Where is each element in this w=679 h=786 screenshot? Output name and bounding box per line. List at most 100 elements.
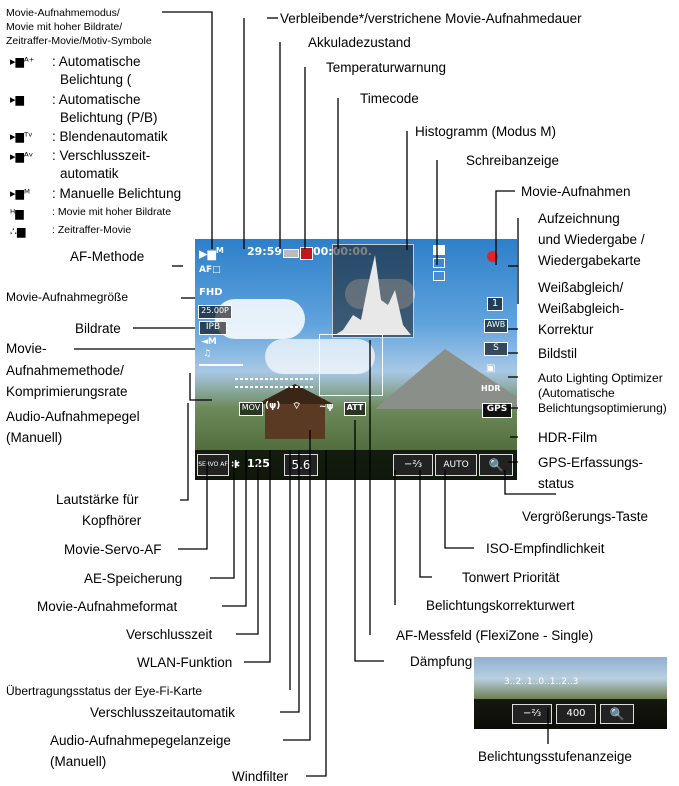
label-battery: Akkuladezustand xyxy=(308,35,411,50)
label-ae-lock: AE-Speicherung xyxy=(84,571,183,586)
label-af-method: AF-Methode xyxy=(70,249,145,264)
wind-filter-icon: ~ψ xyxy=(319,402,334,412)
label-frame-rate: Bildrate xyxy=(75,321,121,336)
eyefi-icon: ⌔ xyxy=(292,401,302,412)
label-timecode: Timecode xyxy=(360,91,419,106)
label-alo: Auto Lighting Optimizer xyxy=(538,371,663,385)
label-shutter-auto: : Verschlusszeit- xyxy=(52,148,151,163)
label-headphone-2: Kopfhörer xyxy=(82,513,142,528)
label-remaining: Verbleibende*/verstrichene Movie-Aufnahm… xyxy=(280,11,582,26)
label-af-point: AF-Messfeld (FlexiZone - Single) xyxy=(396,628,594,643)
alo-icon: ▣ xyxy=(486,363,496,374)
inset-magnify[interactable]: 🔍 xyxy=(600,704,634,724)
label-wb-3: Korrektur xyxy=(538,322,594,337)
label-shutter-auto-2: automatik xyxy=(60,166,119,181)
label-card-3: Wiedergabekarte xyxy=(538,253,641,268)
label-level-indicator: Belichtungsstufenanzeige xyxy=(478,749,632,764)
label-movie-mode: Movie-Aufnahmemodus/ xyxy=(6,7,120,19)
inset-iso[interactable]: 400 xyxy=(556,704,596,724)
cloud xyxy=(265,339,375,374)
manual-icon: ▸▆ᴹ xyxy=(10,187,30,200)
label-auto-exposure-b: : Automatische xyxy=(52,92,141,107)
label-card-2: und Wiedergabe / xyxy=(538,232,645,247)
label-movie-mode-2: Movie mit hoher Bildrate/ xyxy=(6,21,123,33)
label-expcomp: Belichtungskorrekturwert xyxy=(426,598,575,613)
histogram xyxy=(332,244,414,338)
temperature-warning-icon xyxy=(300,247,313,260)
attenuation-icon: ATT xyxy=(344,402,366,416)
inset-bar: −⅔ 400 🔍 xyxy=(474,699,667,729)
label-movie-method: Movie- xyxy=(6,341,47,356)
label-wind: Windfilter xyxy=(232,769,289,784)
af-frame[interactable] xyxy=(319,334,383,396)
audio-meter xyxy=(235,374,315,394)
wb-icon: AWB xyxy=(484,319,508,333)
card-icon: 1 xyxy=(487,297,503,311)
label-alo-2: (Automatische xyxy=(538,386,615,400)
exposure-scale: 3..2..1..0..1..2..3 xyxy=(504,677,579,687)
label-movie-mode-3: Zeitraffer-Movie/Motiv-Symbole xyxy=(6,35,152,47)
label-aperture-auto: : Blendenautomatik xyxy=(52,129,168,144)
auto-exposure-plus-icon: ▸▆ᴬ⁺ xyxy=(10,55,35,68)
label-auto-exposure-3: Belichtung (P/B) xyxy=(60,110,158,125)
label-rec-size: Movie-Aufnahmegröße xyxy=(6,290,129,304)
mountain xyxy=(375,349,517,409)
label-audio-meter-2: (Manuell) xyxy=(50,754,107,769)
wlan-icon: (ψ) xyxy=(265,401,281,411)
audio-level-icon: ◄M xyxy=(201,337,217,347)
remaining-time: 29:59 xyxy=(247,245,283,258)
house-roof xyxy=(257,384,333,404)
frame-rate-icon: 25.00P xyxy=(198,305,232,319)
label-manual: : Manuelle Belichtung xyxy=(52,186,182,201)
label-eyefi: Übertragungsstatus der Eye-Fi-Karte xyxy=(6,684,203,698)
label-recording: Movie-Aufnahmen xyxy=(521,184,631,199)
label-wlan: WLAN-Funktion xyxy=(137,655,233,670)
compression-icon: IPB xyxy=(199,321,227,335)
inset-expcomp[interactable]: −⅔ xyxy=(512,704,552,724)
picture-style-icon: S xyxy=(484,342,508,356)
label-histogram: Histogramm (Modus M) xyxy=(415,124,557,139)
label-movie-method-3: Komprimierungsrate xyxy=(6,384,128,399)
label-auto-exposure-2: Belichtung ( xyxy=(60,72,132,87)
label-high-fps: : Movie mit hoher Bildrate xyxy=(52,206,172,218)
servo-af-button[interactable]: SERVO AF xyxy=(197,454,229,476)
rec-format-icon: MOV xyxy=(239,402,263,416)
label-shutter-auto-bottom: Verschlusszeitautomatik xyxy=(90,705,235,720)
live-view-screen: ▶▆M 29:59 00:00:00. AF□ FHD 25.00P IPB ◄… xyxy=(195,239,517,480)
label-headphone: Lautstärke für xyxy=(56,492,139,507)
histogram-graph xyxy=(335,255,411,335)
label-magnify: Vergrößerungs-Taste xyxy=(522,509,649,524)
rec-size-icon: FHD xyxy=(199,287,223,298)
label-hdr: HDR-Film xyxy=(538,430,598,445)
hdr-icon: HDR xyxy=(481,384,501,393)
timelapse-icon: ∴▆ xyxy=(10,225,26,238)
af-method-icon: AF□ xyxy=(199,265,221,275)
bottom-bar: SERVO AF ✱ 125 5.6 −⅔ AUTO 🔍 xyxy=(195,450,517,480)
magnify-button[interactable]: 🔍 xyxy=(479,454,513,476)
auto-exposure-icon: ▸▆ xyxy=(10,93,24,106)
exposure-comp-button[interactable]: −⅔ xyxy=(393,454,433,476)
label-audio-level-2: (Manuell) xyxy=(6,430,63,445)
headphone-icon: ♫ xyxy=(203,349,212,359)
label-wb: Weißabgleich/ xyxy=(538,280,624,295)
label-temp: Temperaturwarnung xyxy=(326,60,447,75)
high-fps-icon: ᴴ▆ xyxy=(10,207,24,220)
recording-icon xyxy=(487,251,498,262)
label-rec-format: Movie-Aufnahmeformat xyxy=(37,599,178,614)
label-auto-exposure: : Automatische xyxy=(52,54,141,69)
label-tone: Tonwert Priorität xyxy=(462,570,560,585)
label-write: Schreibanzeige xyxy=(466,153,560,168)
label-attenuation: Dämpfung xyxy=(410,654,473,669)
write-indicator xyxy=(433,245,445,301)
label-servo-af: Movie-Servo-AF xyxy=(64,542,162,557)
label-gps: GPS-Erfassungs- xyxy=(538,455,644,470)
battery-icon xyxy=(283,249,299,258)
house xyxy=(265,399,325,439)
label-timelapse: : Zeitraffer-Movie xyxy=(52,224,132,236)
movie-mode-icon: ▶▆M xyxy=(199,246,224,261)
label-wb-2: Weißabgleich- xyxy=(538,301,625,316)
label-shutter: Verschlusszeit xyxy=(126,627,213,642)
label-audio-meter: Audio-Aufnahmepegelanzeige xyxy=(50,733,231,748)
label-gps-2: status xyxy=(538,476,575,491)
